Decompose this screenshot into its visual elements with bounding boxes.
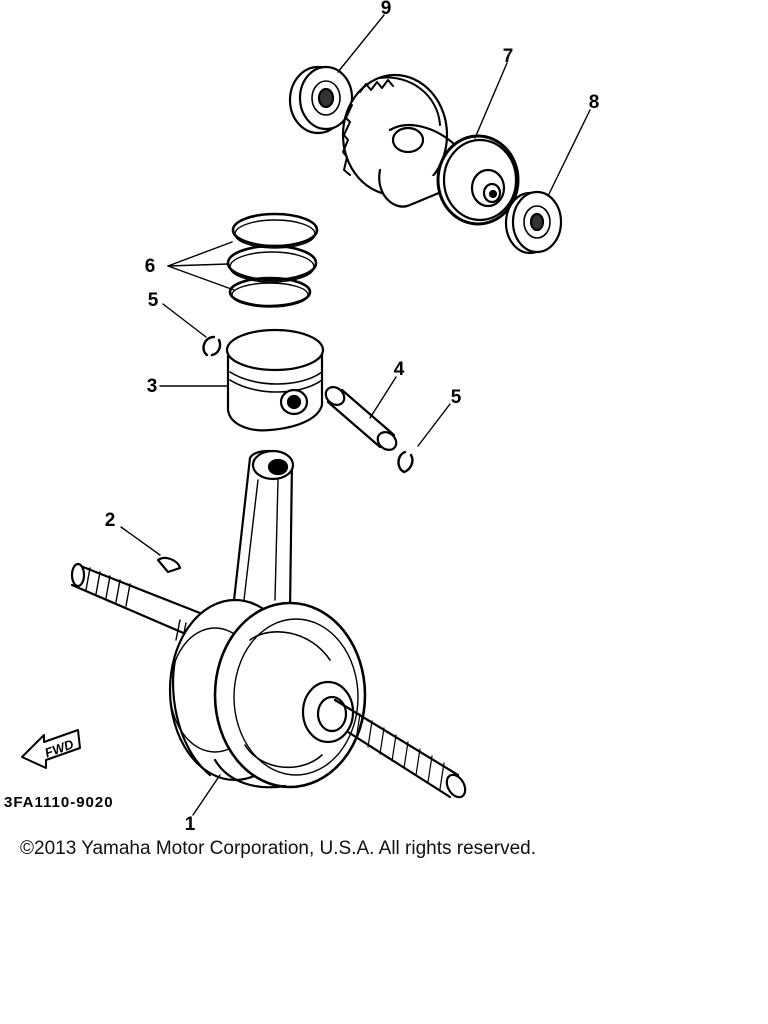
callout-7: 7	[503, 46, 514, 67]
figure-code: 3FA1110-9020	[4, 794, 114, 811]
crankshaft-drawing	[70, 449, 467, 799]
copyright-notice: ©2013 Yamaha Motor Corporation, U.S.A. A…	[20, 838, 536, 859]
callout-9: 9	[381, 0, 392, 19]
callout-5-right: 5	[451, 387, 462, 408]
callout-3: 3	[147, 376, 158, 397]
callout-8: 8	[589, 92, 600, 113]
bearing-9-drawing	[288, 65, 354, 135]
piston-drawing	[225, 328, 325, 432]
leader-lines	[120, 14, 591, 816]
callout-6: 6	[145, 256, 156, 277]
piston-rings-drawing	[226, 212, 319, 308]
circlip-right-drawing	[397, 450, 414, 474]
callout-4: 4	[394, 359, 405, 380]
callout-1: 1	[185, 814, 196, 835]
piston-pin-drawing	[324, 386, 398, 451]
balancer-shaft-drawing	[341, 73, 520, 226]
callout-5-left: 5	[148, 290, 159, 311]
fwd-arrow-icon	[21, 729, 81, 769]
circlip-left-drawing	[202, 335, 222, 357]
bearing-8-drawing	[504, 190, 563, 255]
key-drawing	[156, 556, 182, 574]
callout-2: 2	[105, 510, 116, 531]
